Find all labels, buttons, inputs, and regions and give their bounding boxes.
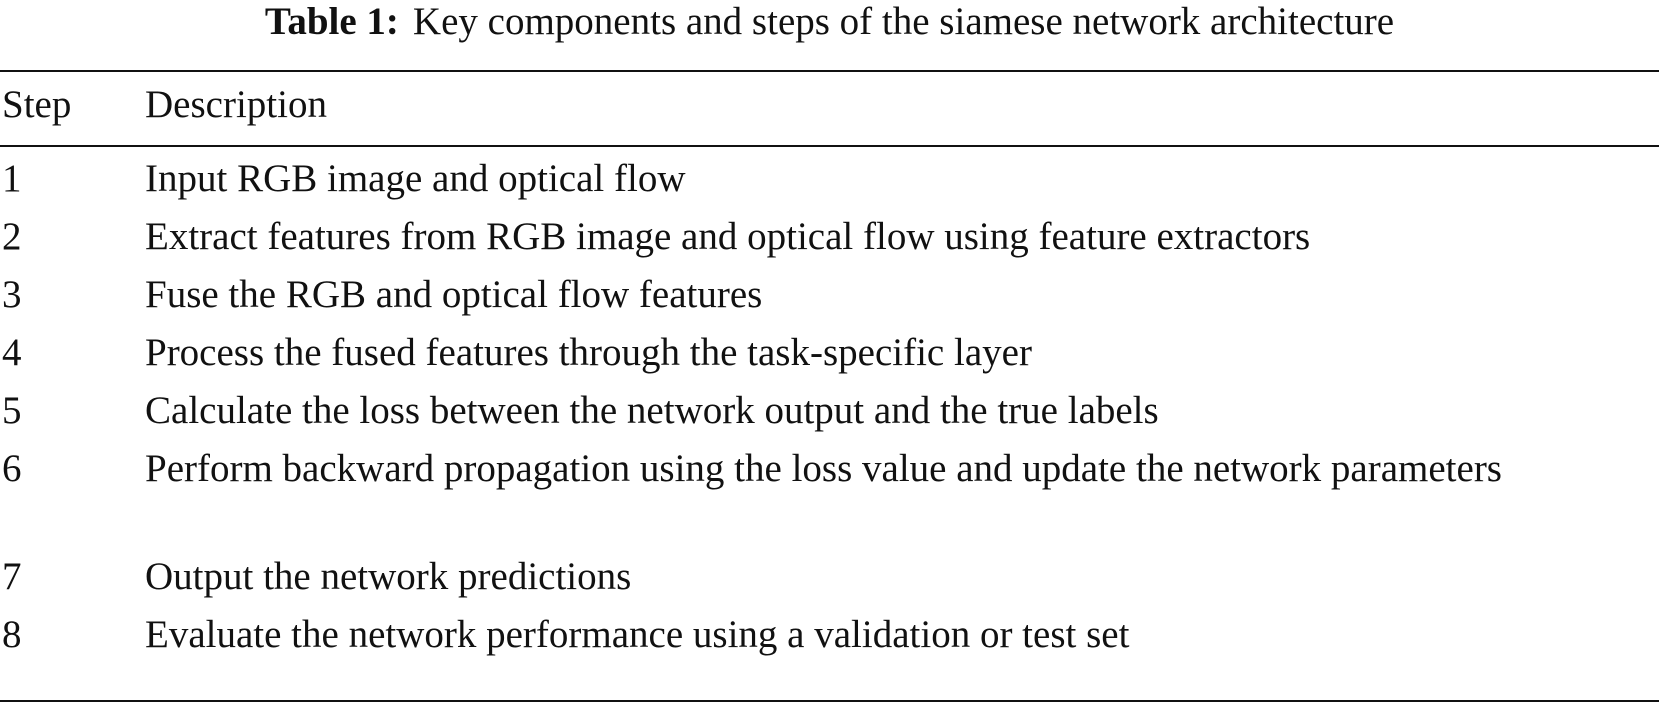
row-description: Extract features from RGB image and opti… xyxy=(145,215,1311,258)
table-bottom-rule xyxy=(0,700,1659,702)
table-header-row: Step Description xyxy=(0,80,1659,138)
table-caption-label: Table 1: xyxy=(264,0,399,43)
row-step: 8 xyxy=(2,613,22,656)
table-header-rule xyxy=(0,145,1659,147)
row-step: 1 xyxy=(2,157,22,200)
row-step: 3 xyxy=(2,273,22,316)
row-description: Process the fused features through the t… xyxy=(145,331,1032,374)
row-step: 7 xyxy=(2,555,22,598)
header-step: Step xyxy=(2,83,72,126)
row-description: Fuse the RGB and optical flow features xyxy=(145,273,763,316)
row-step: 6 xyxy=(2,447,22,490)
row-step: 5 xyxy=(2,389,22,432)
row-step: 2 xyxy=(2,215,22,258)
row-description: Perform backward propagation using the l… xyxy=(145,447,1502,490)
row-description: Evaluate the network performance using a… xyxy=(145,613,1130,656)
row-step: 4 xyxy=(2,331,22,374)
row-description: Input RGB image and optical flow xyxy=(145,157,686,200)
row-description: Output the network predictions xyxy=(145,555,632,598)
row-description: Calculate the loss between the network o… xyxy=(145,389,1159,432)
table-caption-text: Key components and steps of the siamese … xyxy=(412,0,1395,43)
table-top-rule xyxy=(0,70,1659,72)
table-caption: Table 1: Key components and steps of the … xyxy=(0,0,1659,56)
header-description: Description xyxy=(145,83,327,126)
